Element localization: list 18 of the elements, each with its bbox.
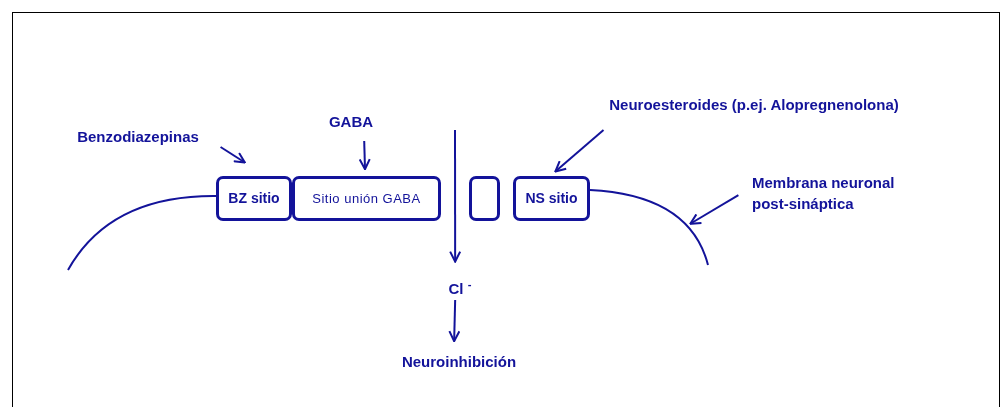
site-box: NS sitio [513,176,590,221]
steroid-label: Neuroesteroides (p.ej. Alopregnenolona) [556,94,952,114]
arrow [689,194,740,225]
arrow [219,146,246,164]
site-box: BZ sitio [216,176,292,221]
ion-label: Cl $^{-}$ [438,277,482,299]
arrow [554,129,605,173]
arrow [449,129,462,263]
membrane-curve [589,189,709,266]
site-box: Sitio unión GABA [292,176,441,221]
arrow [358,140,371,171]
channel-box [469,176,500,221]
membrane-curve [67,195,217,271]
outcome-label: Neuroinhibición [378,350,540,372]
drug-label: Benzodiazepinas [52,126,224,146]
arrow [448,299,461,343]
ligand-label: GABA [318,111,384,131]
membrane-label: Membrana neuronal post-sináptica [752,171,922,215]
